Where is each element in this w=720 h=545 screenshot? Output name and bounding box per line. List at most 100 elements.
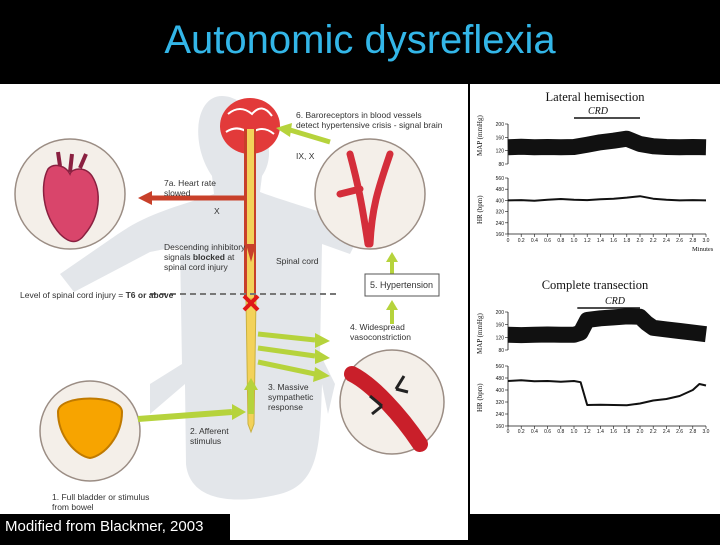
chart2-map-ytick-label: 160 <box>496 323 505 329</box>
chart2-hr-ytick-label: 320 <box>496 400 505 406</box>
chart1-map-ylabel: MAP (mmHg) <box>476 115 484 156</box>
chart1-xtick-label: 1.0 <box>571 238 578 244</box>
constricted-vessel <box>344 366 428 452</box>
chart2-map-series <box>507 308 707 344</box>
sympathetic-arrow-1 <box>257 331 316 343</box>
sympathetic-arrowhead-up <box>244 378 258 390</box>
chart1-hr-ytick-label: 480 <box>496 187 505 193</box>
sympathetic-arrow-2 <box>257 345 316 359</box>
chart1-xtick-label: 2.2 <box>650 238 657 244</box>
chart2-xtick-label: 0.2 <box>518 429 525 435</box>
chart1-hr-ytick-label: 160 <box>496 232 505 238</box>
chart2-map-ytick-label: 200 <box>496 310 505 316</box>
chart2-xtick-label: 2.4 <box>663 429 670 435</box>
descending-arrow <box>246 244 256 262</box>
chart2-xtick-label: 2.6 <box>676 429 683 435</box>
blood-vessel-branch <box>336 150 394 248</box>
chart2-xtick-label: 2.0 <box>637 429 644 435</box>
chart1-hr-ylabel: HR (bpm) <box>476 195 484 224</box>
chart1-xtick-label: 2.6 <box>676 238 683 244</box>
chart2-xtick-label: 2.8 <box>689 429 696 435</box>
sympathetic-arrowhead-1 <box>315 333 330 348</box>
step6-label: 6. Baroreceptors in blood vessels detect… <box>296 110 443 130</box>
chart2-hr-ytick-label: 400 <box>496 388 505 394</box>
chart2-xtick-label: 0.6 <box>544 429 551 435</box>
constriction-arrow-2 <box>394 375 409 394</box>
cranial-nerves-label: IX, X <box>296 151 315 161</box>
baroreceptor-arrow <box>289 127 331 145</box>
hypertension-box <box>364 273 440 297</box>
source-credit: Modified from Blackmer, 2003 <box>5 518 204 535</box>
charts-panel: Lateral hemisection CRD MAP (mmHg) HR (b… <box>470 84 720 514</box>
chart1-xlabel: Minutes <box>692 246 714 253</box>
diagram-illustration <box>14 96 445 500</box>
chart2-xtick-label: 0.4 <box>531 429 538 435</box>
block-x-mark <box>242 294 260 312</box>
chart1-crd-label: CRD <box>588 106 608 117</box>
chart2-xtick-label: 3.0 <box>703 429 710 435</box>
vessel-circle-top <box>314 138 426 250</box>
chart1-hr-series <box>507 195 707 202</box>
chart2-xtick-label: 1.0 <box>571 429 578 435</box>
chart1-hr-ytick-label: 560 <box>496 176 505 182</box>
step2-label: 2. Afferent stimulus <box>190 426 229 446</box>
chart1-hr-ytick-label: 400 <box>496 198 505 204</box>
chart2-hr-ytick-label: 480 <box>496 376 505 382</box>
chart2-xtick-label: 0 <box>507 429 510 435</box>
chart2-xtick-label: 1.6 <box>610 429 617 435</box>
heart-vessels <box>56 151 88 173</box>
spinal-cord <box>247 129 254 299</box>
step1-label: 1. Full bladder or stimulus from bowel <box>52 492 150 512</box>
body-silhouette <box>60 96 360 500</box>
chart2-crd-label: CRD <box>605 296 625 307</box>
chart1-xtick-label: 3.0 <box>703 238 710 244</box>
descending-label: Descending inhibitory signals blocked at… <box>164 242 246 272</box>
step3-label: 3. Massive sympathetic response <box>268 382 314 412</box>
brain <box>220 98 280 154</box>
constriction-arrow-1 <box>369 394 383 416</box>
chart2-hr-ytick-label: 160 <box>496 424 505 430</box>
chart2-hr-series <box>507 379 707 407</box>
afferent-arrowhead <box>232 404 246 420</box>
spinal-cord-label: Spinal cord <box>276 256 319 266</box>
afferent-arrow <box>137 409 233 422</box>
chart1-xtick-label: 1.4 <box>597 238 604 244</box>
chart1-hr-ytick-label: 240 <box>496 221 505 227</box>
heart-block-x: X <box>214 206 220 216</box>
chart2-map-ylabel: MAP (mmHg) <box>476 313 484 354</box>
chart2-title: Complete transection <box>541 278 649 292</box>
baroreceptor-arrowhead <box>276 123 292 137</box>
chart2-xtick-label: 1.4 <box>597 429 604 435</box>
chart2-xtick-label: 1.2 <box>584 429 591 435</box>
step5-label: 5. Hypertension <box>370 280 434 290</box>
chart1-map-ytick-label: 200 <box>496 122 505 128</box>
chart1-xtick-label: 2.4 <box>663 238 670 244</box>
sympathetic-arrowhead-3 <box>313 367 330 382</box>
dysreflexia-diagram: 5. Hypertension 6. Baroreceptors in bloo… <box>0 84 468 540</box>
bladder <box>56 397 124 460</box>
chart2-xtick-label: 0.8 <box>557 429 564 435</box>
hypotension-flow-arrowhead <box>386 300 398 310</box>
chart2-map-ytick-label: 120 <box>496 335 505 341</box>
chart1-xtick-label: 0.4 <box>531 238 538 244</box>
slide-title: Autonomic dysreflexia <box>164 18 556 62</box>
chart1-xtick-label: 0.6 <box>544 238 551 244</box>
chart1-title: Lateral hemisection <box>545 90 645 104</box>
chart1-xtick-label: 2.8 <box>689 238 696 244</box>
heart <box>42 164 99 243</box>
chart1-map-series <box>507 130 707 156</box>
hypertension-arrowhead <box>386 252 398 262</box>
chart2-xtick-label: 2.2 <box>650 429 657 435</box>
chart1-xtick-label: 0 <box>507 238 510 244</box>
injury-level-label: Level of spinal cord injury = T6 or abov… <box>20 290 174 300</box>
chart2-map-ytick-label: 80 <box>498 348 504 354</box>
chart1-xtick-label: 2.0 <box>637 238 644 244</box>
chart2-xtick-label: 1.8 <box>623 429 630 435</box>
chart1-xtick-label: 0.2 <box>518 238 525 244</box>
chart2-hr-ytick-label: 240 <box>496 412 505 418</box>
chart1-xtick-label: 1.6 <box>610 238 617 244</box>
sympathetic-arrow-3 <box>257 359 316 377</box>
chart2-hr-ytick-label: 560 <box>496 364 505 370</box>
step7a-label: 7a. Heart rate slowed <box>164 178 216 198</box>
